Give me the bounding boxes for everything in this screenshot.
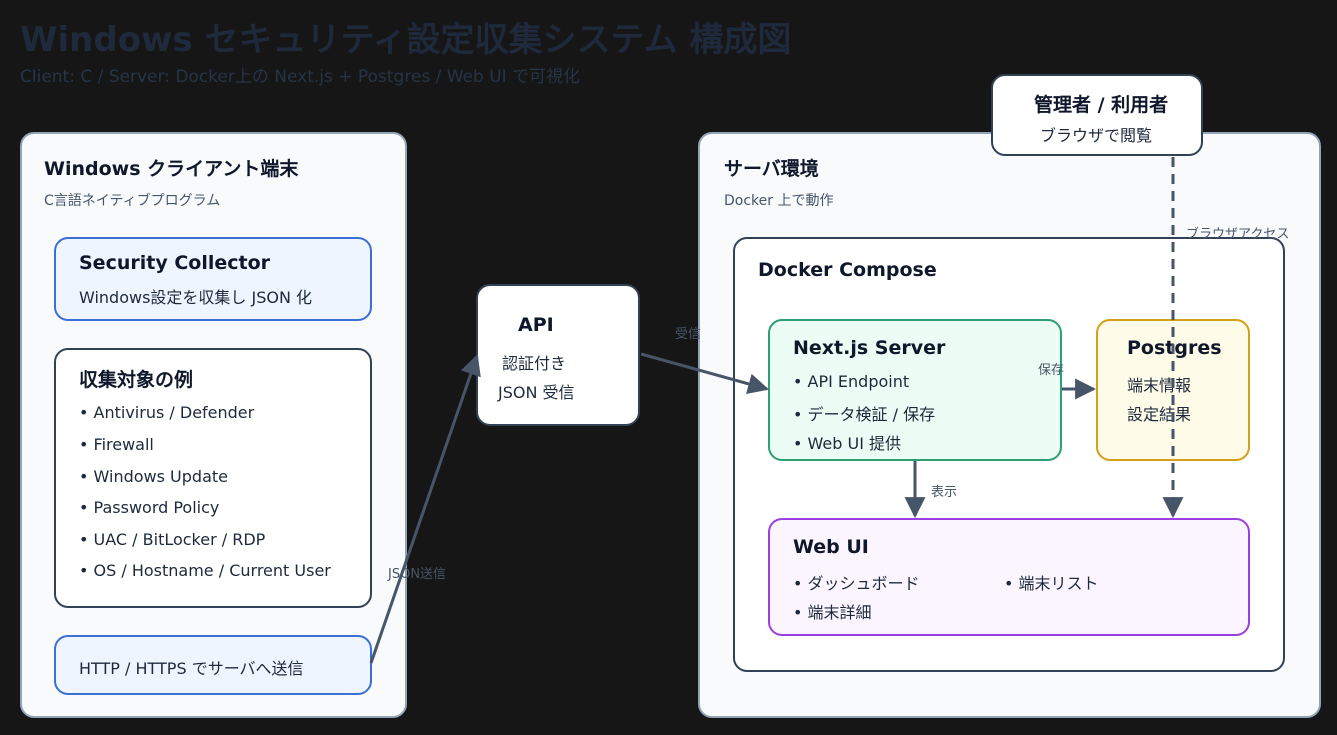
edge-label-save: 保存: [1038, 363, 1065, 378]
webui-box: Web UI ダッシュボード 端末リスト 端末詳細: [768, 518, 1250, 636]
security-collector-title: Security Collector: [79, 252, 271, 274]
server-panel-subtitle: Docker 上で動作: [724, 193, 834, 209]
collection-targets-title: 収集対象の例: [79, 369, 194, 391]
target-item: Antivirus / Defender: [79, 403, 255, 422]
admin-box: 管理者 / 利用者 ブラウザで閲覧: [991, 74, 1203, 156]
nextjs-server-box: Next.js Server API Endpoint データ検証 / 保存 W…: [768, 319, 1062, 461]
target-item: Password Policy: [79, 498, 220, 517]
nextjs-item: API Endpoint: [793, 372, 910, 391]
api-line: JSON 受信: [498, 383, 575, 402]
server-panel-title: サーバ環境: [724, 158, 819, 180]
target-item: OS / Hostname / Current User: [79, 561, 331, 580]
diagram-subtitle: Client: C / Server: Docker上の Next.js + P…: [20, 67, 581, 87]
postgres-box: Postgres 端末情報 設定結果: [1096, 319, 1250, 461]
edge-label-browser-access: ブラウザアクセス: [1186, 227, 1290, 242]
nextjs-item: データ検証 / 保存: [793, 401, 936, 425]
docker-compose-title: Docker Compose: [758, 259, 937, 281]
target-item: Windows Update: [79, 467, 228, 486]
nextjs-server-title: Next.js Server: [793, 337, 946, 359]
diagram-title: Windows セキュリティ設定収集システム 構成図: [20, 20, 792, 60]
target-item: Firewall: [79, 435, 154, 454]
security-collector-desc: Windows設定を収集し JSON 化: [79, 288, 313, 307]
transport-box: HTTP / HTTPS でサーバへ送信: [54, 635, 372, 695]
admin-title: 管理者 / 利用者: [1034, 94, 1169, 116]
webui-item: 端末詳細: [793, 599, 872, 623]
api-box: API 認証付き JSON 受信: [476, 284, 640, 426]
edge-label-display: 表示: [931, 485, 958, 500]
transport-label: HTTP / HTTPS でサーバへ送信: [79, 659, 304, 678]
edge-label-receive: 受信: [675, 327, 702, 342]
edge-label-json-send: JSON送信: [388, 567, 447, 582]
api-title: API: [518, 314, 554, 336]
webui-title: Web UI: [793, 536, 869, 558]
webui-item: ダッシュボード: [793, 570, 920, 594]
client-panel-title: Windows クライアント端末: [44, 158, 299, 180]
postgres-title: Postgres: [1127, 337, 1222, 359]
postgres-line: 設定結果: [1127, 405, 1192, 424]
collection-targets-box: 収集対象の例 Antivirus / Defender Firewall Win…: [54, 348, 372, 608]
api-line: 認証付き: [502, 354, 567, 373]
webui-item: 端末リスト: [1004, 570, 1099, 594]
nextjs-item: Web UI 提供: [793, 430, 902, 454]
security-collector-box: Security Collector Windows設定を収集し JSON 化: [54, 237, 372, 321]
admin-subtitle: ブラウザで閲覧: [1040, 126, 1153, 145]
postgres-line: 端末情報: [1127, 376, 1192, 395]
client-panel-subtitle: C言語ネイティブプログラム: [44, 193, 221, 209]
target-item: UAC / BitLocker / RDP: [79, 530, 266, 549]
